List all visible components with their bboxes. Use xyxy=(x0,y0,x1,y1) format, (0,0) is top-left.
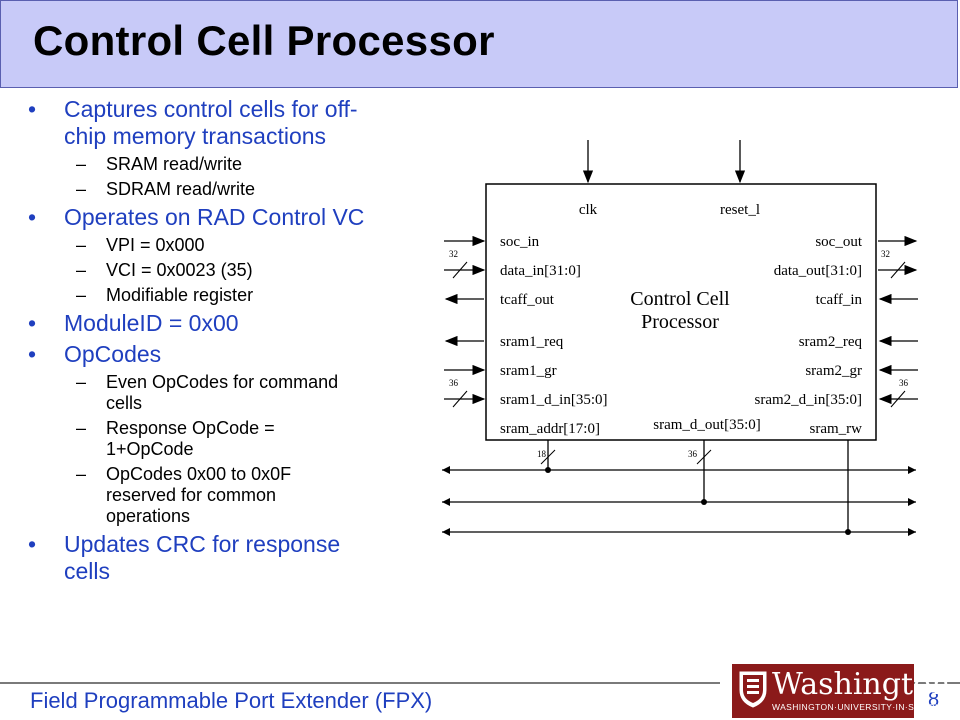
sub-bullet-text: 1+OpCode xyxy=(106,439,194,459)
port-sram-d-out: sram_d_out[35:0] xyxy=(653,417,760,433)
dash-marker: – xyxy=(76,464,87,484)
port-right-6: sram_rw xyxy=(810,421,863,437)
sub-bullet-item: –SDRAM read/write xyxy=(28,179,428,200)
university-logo: Washington WASHINGTON·UNIVERSITY·IN·ST·L… xyxy=(732,664,950,718)
processor-block xyxy=(485,183,877,441)
bus-width-label: 32 xyxy=(881,249,890,259)
port-reset: reset_l xyxy=(720,202,760,218)
dash-marker: – xyxy=(76,418,87,438)
bus-slash xyxy=(540,449,556,465)
bus-width-label: 36 xyxy=(899,378,909,388)
bullet-text: Operates on RAD Control VC xyxy=(64,204,365,230)
bullet-item: • OpCodes xyxy=(28,341,428,368)
port-left-5: sram1_d_in[35:0] xyxy=(500,392,607,408)
bus-width-label: 18 xyxy=(537,449,547,459)
bus-width-label: 36 xyxy=(449,378,459,388)
port-clk: clk xyxy=(579,202,598,218)
sub-bullet-item: –Response OpCode =1+OpCode xyxy=(28,418,428,460)
bullet-text: cells xyxy=(64,558,111,584)
footer-rule-right xyxy=(912,682,960,684)
bullet-dot: • xyxy=(28,531,37,557)
port-left-3: sram1_req xyxy=(500,334,564,350)
bus-slash xyxy=(890,261,906,279)
sub-bullet-text: reserved for common xyxy=(106,485,277,505)
port-right-4: sram2_gr xyxy=(805,363,862,379)
bus-width-label: 36 xyxy=(688,449,698,459)
bullet-dot: • xyxy=(28,310,37,336)
sub-bullet-text: VCI = 0x0023 (35) xyxy=(106,260,253,280)
bus-arrow-right xyxy=(908,466,916,474)
port-left-1: data_in[31:0] xyxy=(500,263,581,279)
bus-slash xyxy=(452,390,468,408)
bus-slash xyxy=(452,261,468,279)
title-bar: Control Cell Processor xyxy=(0,0,958,88)
bullet-dot: • xyxy=(28,341,37,367)
bullet-text: Updates CRC for response xyxy=(64,531,341,557)
bullet-text: ModuleID = 0x00 xyxy=(64,310,239,336)
bus-slash xyxy=(890,390,906,408)
sub-bullet-text: operations xyxy=(106,506,191,526)
sub-bullet-text: OpCodes 0x00 to 0x0F xyxy=(106,464,292,484)
sub-bullet-text: Response OpCode = xyxy=(106,418,275,438)
sub-bullet-item: –VPI = 0x000 xyxy=(28,235,428,256)
logo-subtitle: WASHINGTON·UNIVERSITY·IN·ST·LOUIS xyxy=(772,702,951,712)
dash-marker: – xyxy=(76,372,87,392)
port-left-0: soc_in xyxy=(500,234,540,250)
sub-bullet-item: –VCI = 0x0023 (35) xyxy=(28,260,428,281)
junction-dot xyxy=(701,499,707,505)
footer-text: Field Programmable Port Extender (FPX) xyxy=(30,688,433,713)
footer-rule xyxy=(0,682,720,684)
block-label-1: Control Cell xyxy=(630,288,730,310)
shield-icon xyxy=(739,671,767,708)
bullet-text: chip memory transactions xyxy=(64,123,327,149)
bullet-dot: • xyxy=(28,204,37,230)
sub-bullet-item: –Modifiable register xyxy=(28,285,428,306)
port-right-2: tcaff_in xyxy=(816,292,863,308)
port-right-0: soc_out xyxy=(815,234,862,250)
bullet-item: • ModuleID = 0x00 xyxy=(28,310,428,337)
slide-title: Control Cell Processor xyxy=(33,17,495,64)
port-left-4: sram1_gr xyxy=(500,363,557,379)
block-label-2: Processor xyxy=(641,311,719,333)
dash-marker: – xyxy=(76,235,87,255)
dash-marker: – xyxy=(76,260,87,280)
sub-bullet-text: Even OpCodes for command xyxy=(106,372,339,392)
bus-arrow-right xyxy=(908,528,916,536)
bullet-item: • Captures control cells for off-chip mem… xyxy=(28,96,428,150)
bus-slash xyxy=(696,449,712,465)
logo-name: Washington xyxy=(772,667,951,702)
sub-bullet-text: cells xyxy=(106,393,143,413)
bus-arrow-left xyxy=(442,528,450,536)
port-left-6: sram_addr[17:0] xyxy=(500,421,600,437)
sub-bullet-text: Modifiable register xyxy=(106,285,254,305)
port-right-1: data_out[31:0] xyxy=(774,263,862,279)
junction-dot xyxy=(845,529,851,535)
bullet-item: • Operates on RAD Control VC xyxy=(28,204,428,231)
bullet-list: • Captures control cells for off-chip mem… xyxy=(28,92,428,585)
sub-bullet-text: SDRAM read/write xyxy=(106,179,256,199)
dash-marker: – xyxy=(76,154,87,174)
port-right-5: sram2_d_in[35:0] xyxy=(755,392,862,408)
bus-arrow-left xyxy=(442,498,450,506)
bus-arrow-right xyxy=(908,498,916,506)
sub-bullet-text: SRAM read/write xyxy=(106,154,243,174)
sub-bullet-text: VPI = 0x000 xyxy=(106,235,205,255)
bullet-text: OpCodes xyxy=(64,341,162,367)
bullet-text: Captures control cells for off- xyxy=(64,96,358,122)
port-right-3: sram2_req xyxy=(799,334,863,350)
port-left-2: tcaff_out xyxy=(500,292,555,308)
bus-width-label: 32 xyxy=(449,249,458,259)
dash-marker: – xyxy=(76,285,87,305)
page-number: 8 xyxy=(928,689,940,711)
junction-dot xyxy=(545,467,551,473)
bullet-dot: • xyxy=(28,96,37,122)
dash-marker: – xyxy=(76,179,87,199)
sub-bullet-item: –SRAM read/write xyxy=(28,154,428,175)
bus-arrow-left xyxy=(442,466,450,474)
